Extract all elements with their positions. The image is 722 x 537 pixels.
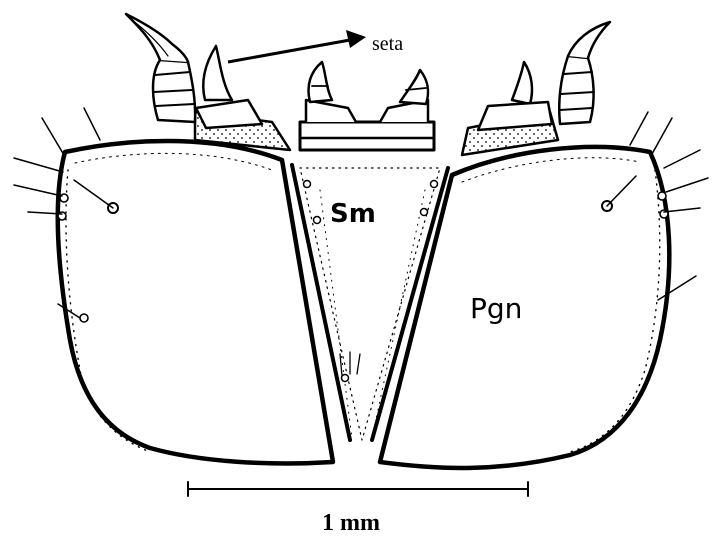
labium-tip	[300, 62, 434, 150]
sm-label: Sm	[330, 199, 376, 229]
seta-pointer	[228, 30, 366, 62]
seta-label: seta	[372, 33, 403, 55]
right-palp	[462, 22, 610, 155]
scale-label: 1 mm	[322, 510, 380, 536]
right-paragnath	[380, 112, 708, 468]
scale-bar	[188, 482, 528, 496]
pgn-label: Pgn	[470, 292, 522, 325]
left-palp	[126, 14, 290, 150]
left-paragnath	[14, 108, 333, 463]
